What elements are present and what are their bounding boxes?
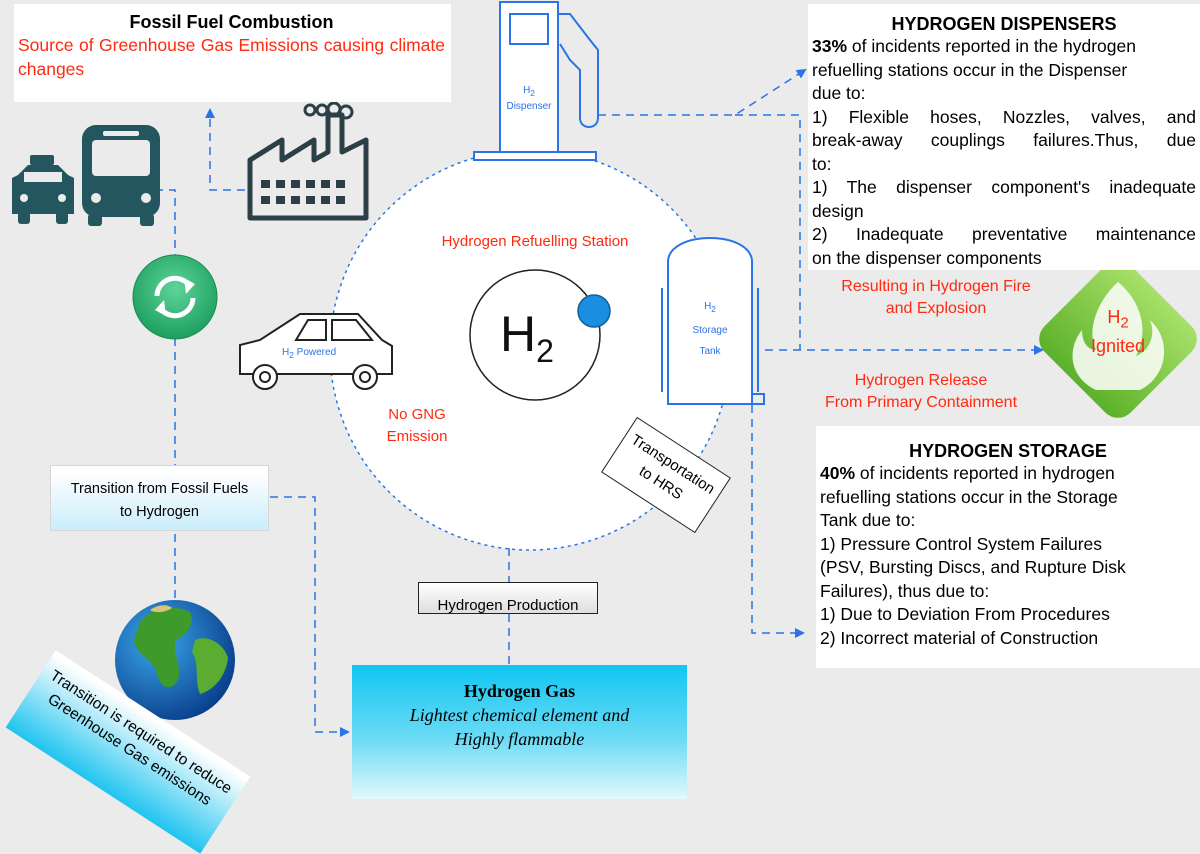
station-label: Hydrogen Refuelling Station <box>441 233 629 250</box>
storage-line-4: 1) Pressure Control System Failures <box>820 533 1103 554</box>
dispensers-line-10: on the dispenser components <box>812 247 1042 268</box>
sync-icon <box>132 254 218 340</box>
connectors <box>155 68 1044 737</box>
hydrogen-storage-box: HYDROGEN STORAGE 40% of incidents report… <box>816 426 1200 668</box>
dispensers-line-9: 2) Inadequate preventative maintenance <box>812 224 1196 244</box>
storage-line-5: (PSV, Bursting Discs, and Rupture Disk <box>820 557 1126 577</box>
transition-box: Transition from Fossil Fuels to Hydrogen <box>50 465 269 531</box>
storage-line-7: 1) Due to Deviation From Procedures <box>820 604 1110 624</box>
hydrogen-gas-title: Hydrogen Gas <box>463 681 576 701</box>
h2-atom-icon <box>469 269 611 401</box>
vehicle-to-globe-line <box>155 189 176 600</box>
fossil-arrow <box>205 108 245 191</box>
storage-tank-icon <box>661 237 765 405</box>
dispenser-label: H2 Dispenser <box>506 85 552 112</box>
storage-line-2: refuelling stations occur in the Storage <box>820 486 1118 507</box>
fossil-fuel-subtitle: Source of Greenhouse Gas Emissions causi… <box>18 35 445 79</box>
ignited-flame-icon <box>1039 260 1197 418</box>
dispensers-percent: 33% <box>812 36 848 56</box>
storage-line-8: 2) Incorrect material of Construction <box>820 627 1099 648</box>
no-emission-label: No GNG Emission <box>386 406 448 445</box>
release-label: Hydrogen Release From Primary Containmen… <box>824 372 1018 411</box>
tank-label: H2 Storage Tank <box>692 301 728 357</box>
car-label: H2 Powered <box>282 347 337 360</box>
dispensers-line-4: 1) Flexible hoses, Nozzles, valves, and <box>812 106 1196 127</box>
result-label: Resulting in Hydrogen Fire and Explosion <box>841 278 1031 317</box>
storage-title: HYDROGEN STORAGE <box>909 441 1107 461</box>
storage-line-3: Tank due to: <box>820 510 916 530</box>
hydrogen-gas-line-2: Highly flammable <box>454 729 585 749</box>
storage-percent: 40% <box>820 463 856 483</box>
car-icon <box>239 313 393 390</box>
bus-icon <box>82 125 160 226</box>
globe-icon <box>115 600 235 720</box>
dispenser-icon <box>473 1 599 161</box>
dispensers-line-2: refuelling stations occur in the Dispens… <box>812 59 1128 80</box>
taxi-icon <box>12 155 74 224</box>
hydrogen-dispensers-box: HYDROGEN DISPENSERS 33% of incidents rep… <box>808 4 1200 270</box>
storage-line-6: Failures), thus due to: <box>820 580 990 601</box>
fossil-fuel-box: Fossil Fuel Combustion Source of Greenho… <box>14 4 451 102</box>
hydrogen-gas-line-1: Lightest chemical element and <box>409 705 630 725</box>
factory-icon <box>247 101 369 221</box>
dispensers-line-8: design <box>812 200 864 221</box>
dispensers-line-5: break-away couplings failures.Thus, due <box>812 130 1196 150</box>
hydrogen-gas-box: Hydrogen Gas Lightest chemical element a… <box>352 665 687 799</box>
dispenser-to-box-arrow <box>598 68 807 116</box>
ignited-label: H2 Ignited <box>1090 307 1146 356</box>
storage-line-1: 40% of incidents reported in hydrogen <box>820 463 1115 483</box>
dispensers-line-3: due to: <box>812 83 866 103</box>
dispensers-title: HYDROGEN DISPENSERS <box>891 14 1117 34</box>
dispenser-return-line <box>735 114 801 350</box>
tank-to-storage-arrow <box>751 405 805 638</box>
fossil-fuel-title: Fossil Fuel Combustion <box>129 12 334 32</box>
dispensers-line-6: to: <box>812 153 832 174</box>
h2-symbol: H2 <box>500 306 554 369</box>
transition-to-gas-arrow <box>270 496 350 737</box>
dispensers-line-1: 33% of incidents reported in the hydroge… <box>812 36 1136 56</box>
dispensers-line-7: 1) The dispenser component's inadequate <box>812 177 1196 197</box>
hydrogen-production-box: Hydrogen Production <box>418 582 598 614</box>
